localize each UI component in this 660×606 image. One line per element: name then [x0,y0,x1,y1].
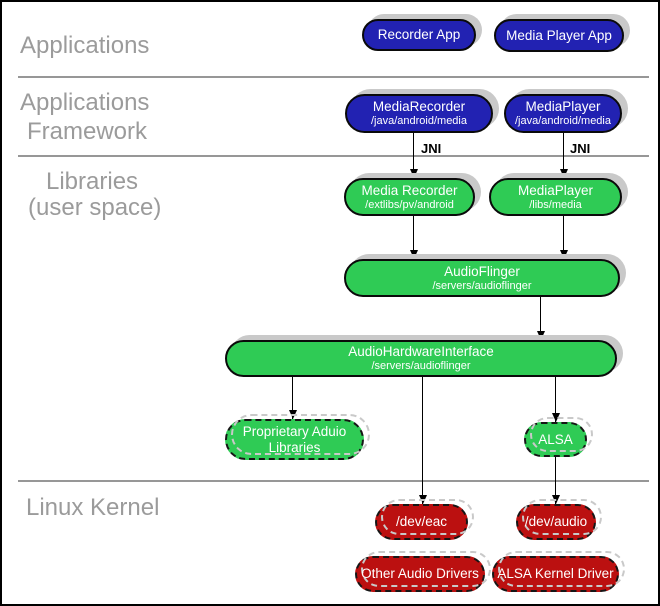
node-audio-hardware-interface: AudioHardwareInterface /servers/audiofli… [225,340,617,377]
node-dev-eac: /dev/eac [375,504,468,540]
arrow-mediaplayer-to-audioflinger [559,216,568,259]
node-label: ALSA Kernel Driver [497,566,614,581]
node-label: Media Player App [506,27,612,43]
node-media-player-app: Media Player App [494,19,624,52]
node-label: /dev/audio [524,514,588,529]
node-label: MediaPlayer [525,99,601,114]
node-other-audio-drivers: Other Audio Drivers [355,556,485,592]
layer-label-libraries-line2: (user space) [28,194,162,221]
node-path: /servers/audioflinger [371,360,471,372]
arrow-alsa-to-dev-audio [551,457,560,504]
layer-label-linux-kernel: Linux Kernel [26,494,160,521]
layer-label-applications: Applications [20,32,150,59]
arrow-audioflinger-to-ahi [536,297,545,340]
node-label: MediaRecorder [372,99,466,114]
layer-label-libraries-line1: Libraries [46,168,139,195]
layer-label-applications-framework-line2: Framework [27,118,148,145]
layer-divider-kernel [18,480,649,482]
node-label: Proprietary Aduio Libraries [242,423,347,455]
jni-label-right: JNI [570,141,591,156]
node-alsa-kernel-driver: ALSA Kernel Driver [492,556,619,592]
node-label: /dev/eac [395,514,448,529]
arrow-ahi-to-alsa [551,377,560,422]
node-audio-flinger: AudioFlinger /servers/audioflinger [344,259,620,297]
layer-label-applications-framework-line1: Applications [20,89,150,116]
node-recorder-app: Recorder App [362,19,476,51]
node-path: /libs/media [529,198,582,211]
node-label: ALSA [538,431,573,447]
node-alsa: ALSA [524,422,587,457]
node-media-recorder-lib: Media Recorder /extlibs/pv/android [344,178,475,216]
arrow-ahi-to-proprietary [288,377,297,419]
node-label: Other Audio Drivers [361,566,479,581]
node-label: Recorder App [377,27,461,42]
layer-divider-applications [18,76,649,78]
node-label: Media Recorder [361,182,458,198]
arrow-mediaplayer-jni [559,132,568,178]
node-label: AudioFlinger [444,263,520,279]
layer-divider-framework [18,155,649,157]
node-media-recorder-framework: MediaRecorder /java/android/media [345,94,493,133]
node-dev-audio: /dev/audio [516,504,596,540]
arrow-ahi-to-dev-eac [418,377,427,504]
node-label: AudioHardwareInterface [348,344,494,359]
node-path: /java/android/media [514,115,611,127]
jni-label-left: JNI [421,141,442,156]
node-proprietary-audio-libraries: Proprietary Aduio Libraries [225,419,364,460]
node-path: /servers/audioflinger [432,279,532,292]
node-path: /java/android/media [370,115,467,127]
node-path: /extlibs/pv/android [365,198,454,211]
node-media-player-framework: MediaPlayer /java/android/media [504,94,622,133]
arrow-mediarecorder-to-audioflinger [409,216,418,259]
arrow-mediarecorder-jni [409,132,418,178]
node-label: MediaPlayer [517,182,594,198]
node-media-player-lib: MediaPlayer /libs/media [489,178,622,216]
